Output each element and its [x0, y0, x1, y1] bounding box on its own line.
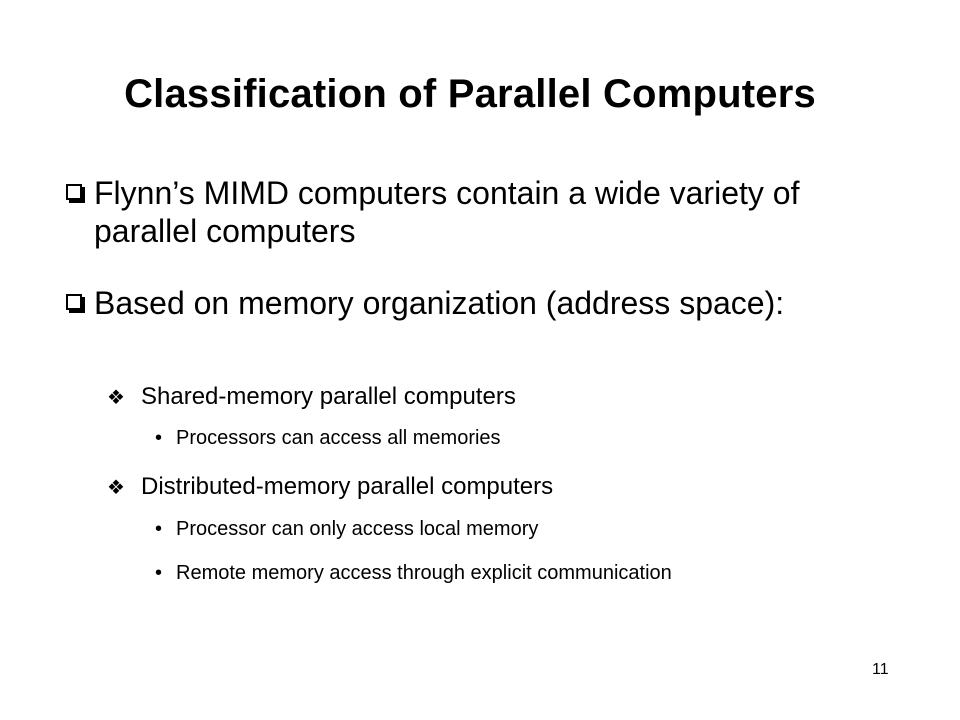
sub-sub-bullet-text: Processors can access all memories [176, 427, 501, 449]
sub-sub-bullet-item: • Processors can access all memories [155, 427, 815, 450]
sub-bullet-text: Shared-memory parallel computers [141, 383, 516, 410]
square-bullet-icon [66, 184, 82, 200]
sub-bullet-text: Distributed-memory parallel computers [141, 473, 554, 500]
sub-sub-bullet-item: • Remote memory access through explicit … [155, 562, 815, 585]
dot-bullet-icon: • [155, 518, 163, 540]
sub-bullet-item: ❖ Distributed-memory parallel computers [107, 472, 867, 502]
sub-sub-bullet-item: • Processor can only access local memory [155, 518, 815, 541]
bullet-item: Flynn’s MIMD computers contain a wide va… [66, 174, 886, 250]
bullet-text: Flynn’s MIMD computers contain a wide va… [94, 175, 800, 249]
bullet-item: Based on memory organization (address sp… [66, 284, 886, 322]
sub-bullet-item: ❖ Shared-memory parallel computers [107, 382, 867, 412]
sub-sub-bullet-text: Processor can only access local memory [176, 518, 539, 540]
bullet-text: Based on memory organization (address sp… [94, 285, 785, 321]
diamond-star-bullet-icon: ❖ [107, 475, 125, 499]
diamond-star-bullet-icon: ❖ [107, 385, 125, 409]
dot-bullet-icon: • [155, 427, 163, 449]
sub-sub-bullet-text: Remote memory access through explicit co… [176, 562, 672, 584]
page-number: 11 [872, 661, 889, 678]
dot-bullet-icon: • [155, 562, 163, 584]
slide-title: Classification of Parallel Computers [124, 72, 816, 116]
square-bullet-icon [66, 294, 82, 310]
